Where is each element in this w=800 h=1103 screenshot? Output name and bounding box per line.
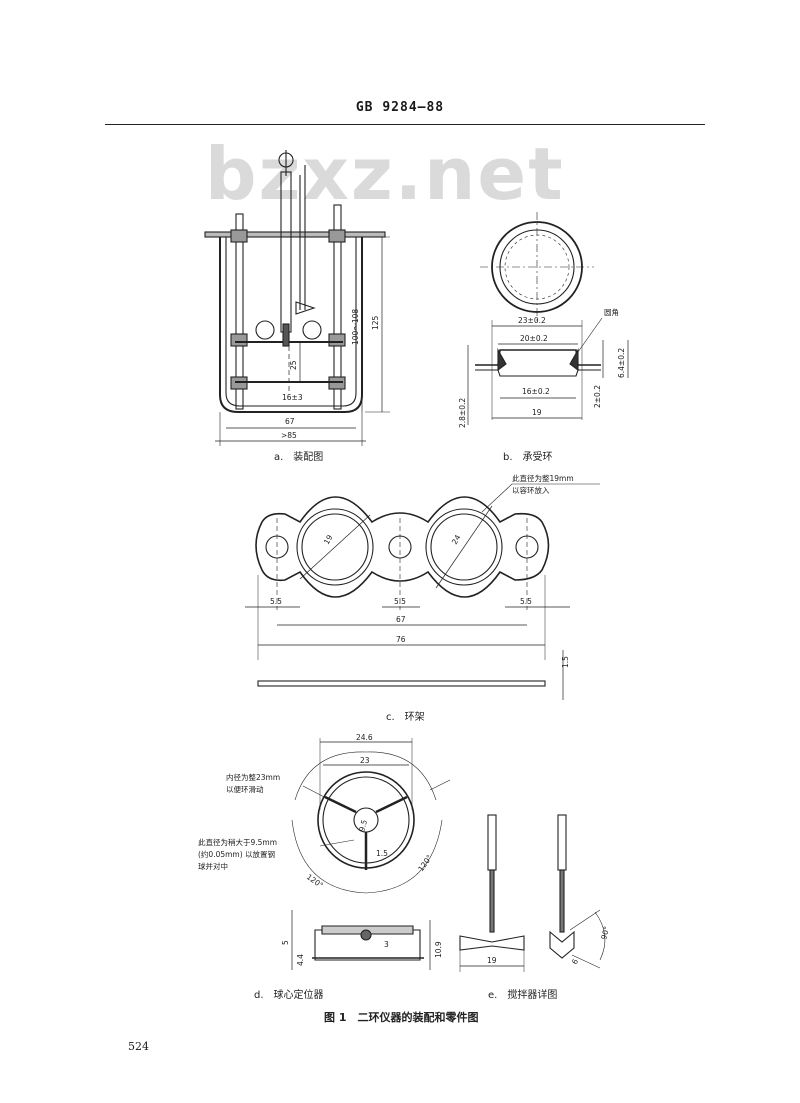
dim-c-19: 19 <box>322 533 335 546</box>
dim-b-19: 19 <box>532 408 542 417</box>
page-number: 524 <box>128 1040 149 1053</box>
dim-d-4-4: 4.4 <box>296 954 305 966</box>
dim-b-6-4: 6.4±0.2 <box>617 348 626 378</box>
dim-d-23: 23 <box>360 756 370 765</box>
note-b-fillet: 圆角 <box>604 307 619 317</box>
note-c-line1: 此直径为整19mm <box>512 473 574 483</box>
dim-c-67: 67 <box>396 615 406 624</box>
dim-b-16: 16±0.2 <box>522 387 550 396</box>
dim-d-5: 5 <box>281 940 290 945</box>
note-d1-line1: 内径为整23mm <box>226 772 280 782</box>
panel-a-label: a. 装配图 <box>274 450 323 463</box>
dim-c-24: 24 <box>450 533 463 546</box>
dim-a-16: 16±3 <box>282 393 303 402</box>
dim-e-6: 6 <box>570 957 580 966</box>
figure-caption: 图 1 二环仪器的装配和零件图 <box>324 1010 478 1024</box>
note-c-line2: 以容环放入 <box>512 485 550 495</box>
dim-c-76: 76 <box>396 635 406 644</box>
dim-b-20: 20±0.2 <box>520 334 548 343</box>
dim-c-5-5-left: 5.5 <box>270 597 282 606</box>
note-d2-line3: 球并对中 <box>198 861 228 871</box>
dim-a-85: >85 <box>281 431 297 440</box>
dim-d-10-9: 10.9 <box>434 941 443 958</box>
standard-header: GB 9284—88 <box>355 100 445 115</box>
panel-b-label: b. 承受环 <box>503 451 553 463</box>
note-d2-line1: 此直径为稍大于9.5mm <box>198 837 277 847</box>
dim-d-1-5: 1.5 <box>376 849 388 858</box>
dim-a-125: 125 <box>371 315 380 330</box>
note-d1-line2: 以便环滑动 <box>226 784 264 794</box>
dim-d-3: 3 <box>384 940 389 949</box>
panel-d-label: d. 球心定位器 <box>254 988 324 1001</box>
panel-e-label: e. 搅拌器详图 <box>488 988 557 1001</box>
dim-d-120-right: 120° <box>416 853 434 873</box>
dim-b-2: 2±0.2 <box>593 385 602 408</box>
header-rule <box>105 124 705 125</box>
dim-b-2-8: 2.8±0.2 <box>458 398 467 428</box>
dim-d-24-6: 24.6 <box>356 733 373 742</box>
dim-d-9-5: 9.5 <box>357 818 369 832</box>
note-d2-line2: (约0.05mm) 以放置钢 <box>198 849 275 859</box>
dim-a-100-108: 100～108 <box>351 309 360 345</box>
dim-d-120-left: 120° <box>305 872 325 890</box>
dim-c-5-5-mid: 5.5 <box>394 597 406 606</box>
dim-e-19: 19 <box>487 956 497 965</box>
panel-e-stirrer-detail <box>459 814 606 972</box>
dim-a-67: 67 <box>285 417 295 426</box>
panel-d-ball-centering-guide <box>291 738 451 970</box>
panel-b-receiving-ring <box>467 212 629 425</box>
dim-b-23: 23±0.2 <box>518 316 546 325</box>
panel-c-ring-holder <box>245 483 600 700</box>
dim-e-90: 90° <box>599 925 611 940</box>
panel-c-label: c. 环架 <box>386 711 425 723</box>
watermark: bzxz.net <box>205 132 565 216</box>
dim-c-1-5: 1.5 <box>561 656 570 668</box>
dim-c-5-5-right: 5.5 <box>520 597 532 606</box>
dim-a-25: 25 <box>289 360 298 370</box>
panel-a-assembly-drawing <box>204 150 390 446</box>
